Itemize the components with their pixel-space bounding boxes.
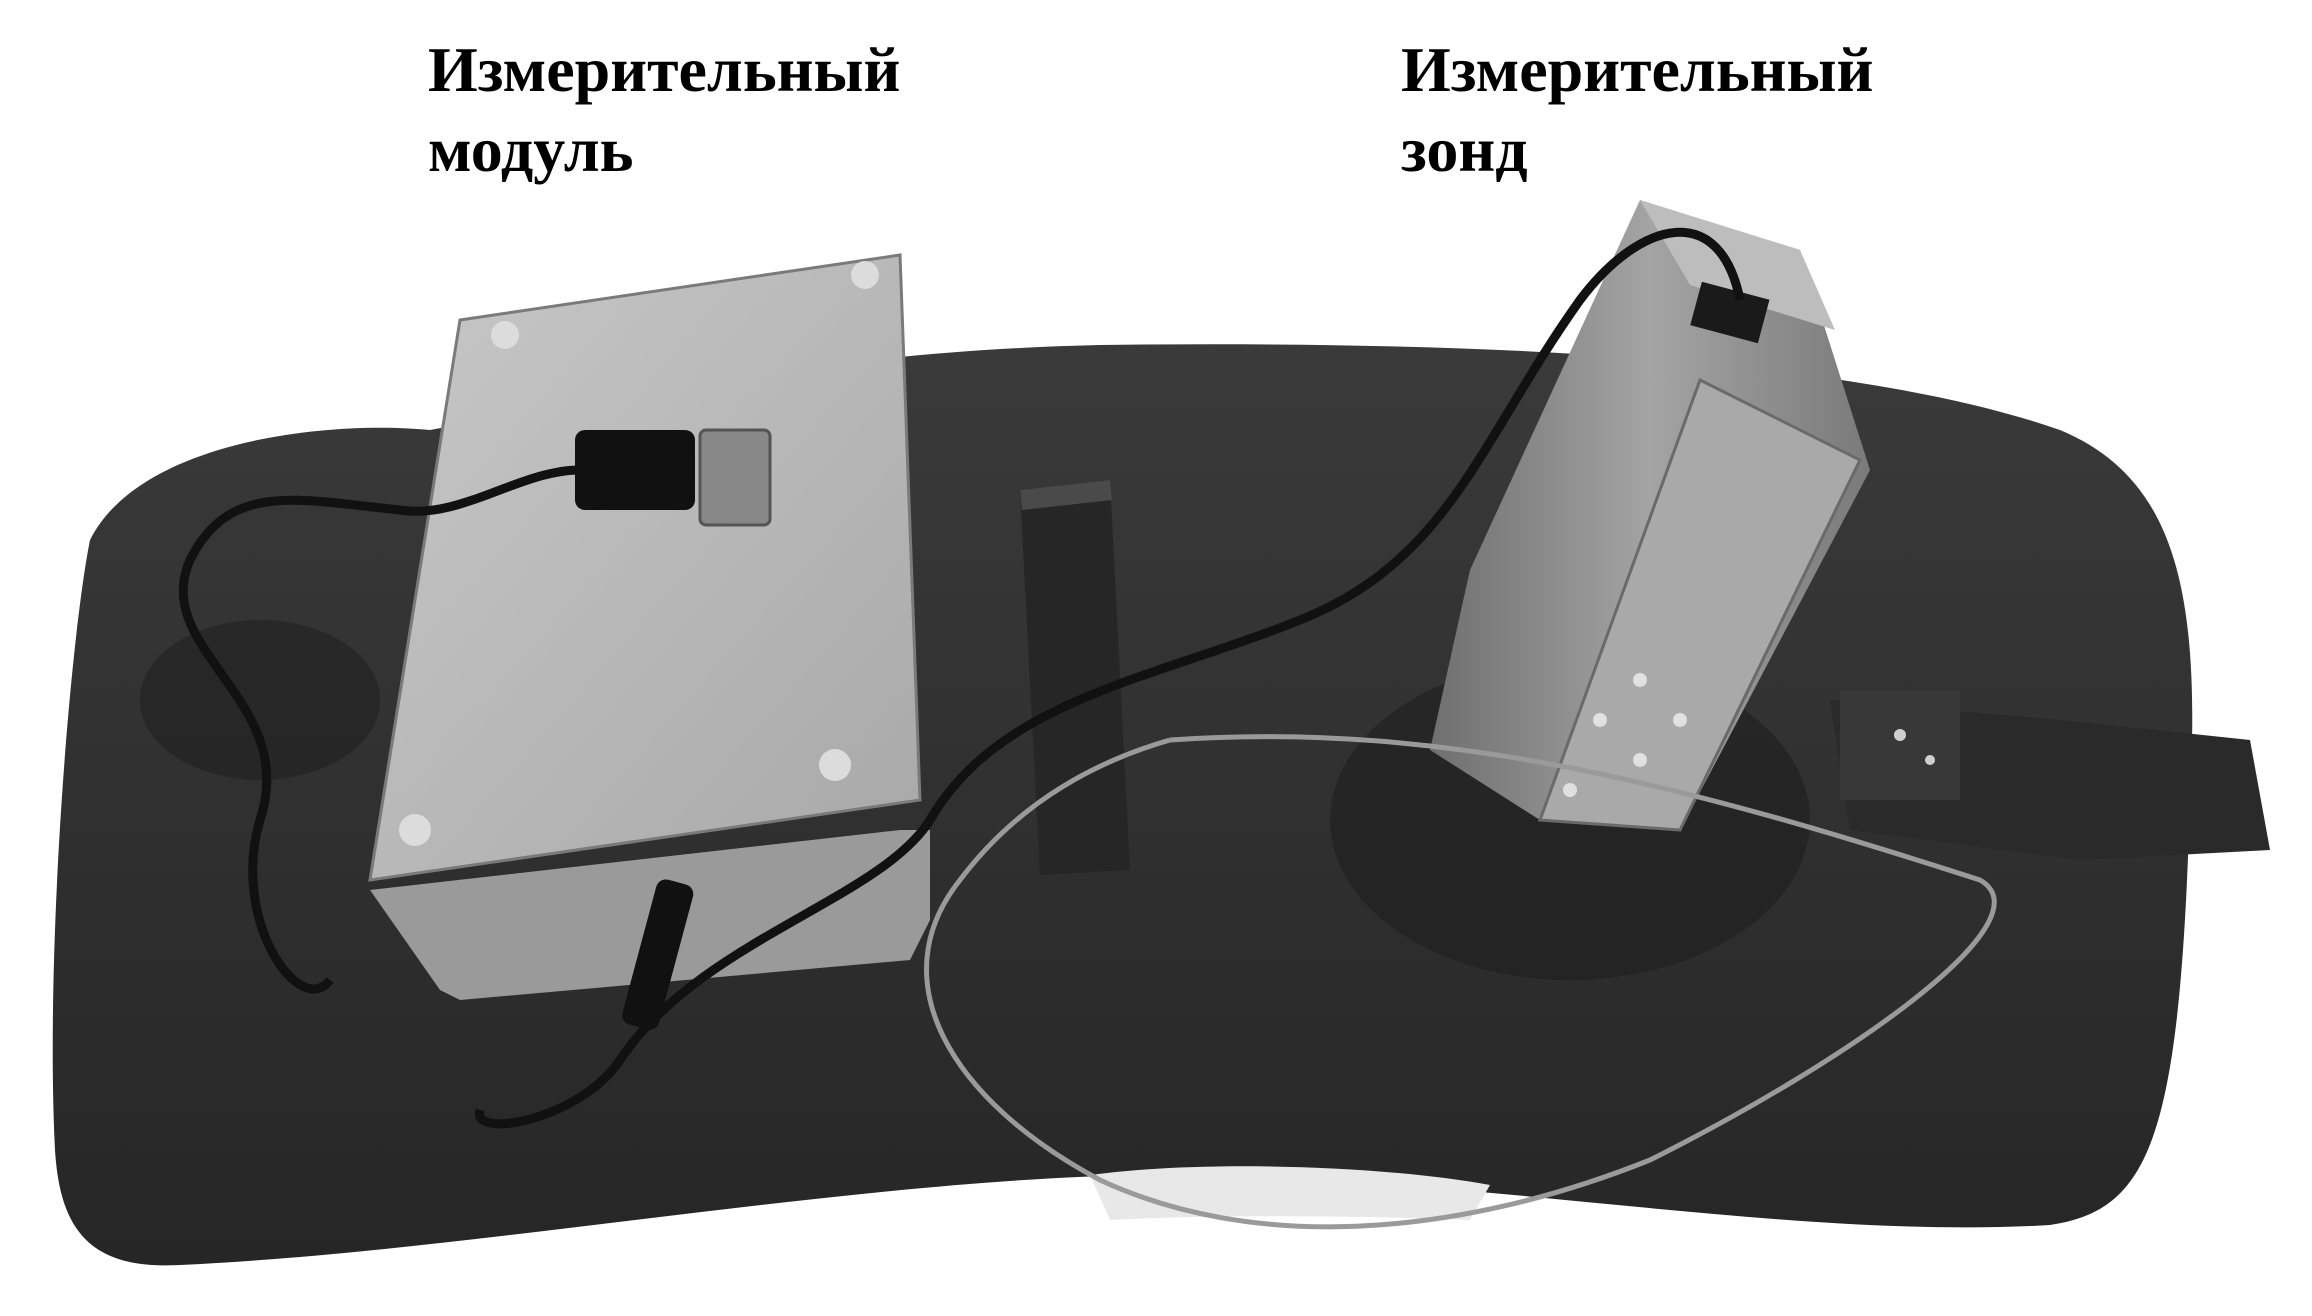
strap-bracket [1020,480,1130,875]
power-plug [622,879,694,1030]
white-gap [1090,1166,1490,1220]
module-box-top [368,253,922,882]
label-probe-line1: Измерительный [1401,34,1874,105]
serial-port [698,428,772,527]
probe-holes [1563,673,1687,797]
steel-rope [924,734,1997,1230]
label-probe-line2: зонд [1401,114,1528,185]
label-module-line2: модуль [428,114,634,185]
label-measuring-probe: Измерительный зонд [1401,30,1873,190]
probe-opening [1690,281,1770,344]
module-cable [178,465,581,994]
wing-nut [399,261,879,846]
label-measuring-module: Измерительный модуль [428,30,900,190]
bolt [1925,755,1935,765]
serial-connector [575,430,695,510]
strap-bracket-edge [1020,480,1112,510]
probe-box-face [1537,377,1862,832]
probe-cable [475,227,1745,1129]
label-module-line1: Измерительный [428,34,901,105]
bolt [1894,729,1906,741]
stain [140,620,380,780]
latch-plate [1840,690,1960,800]
